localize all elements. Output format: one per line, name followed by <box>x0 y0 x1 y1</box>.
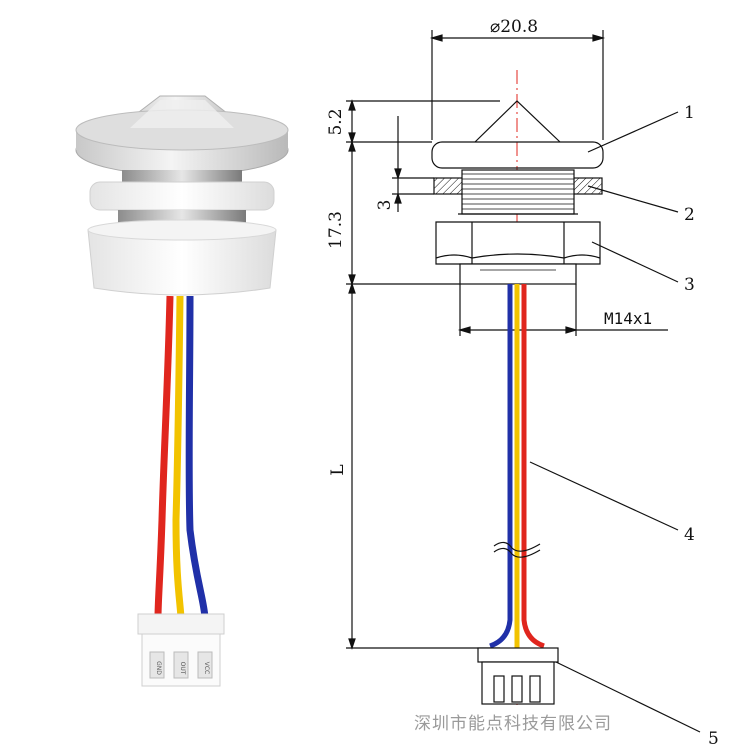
body-height-label: 17.3 <box>326 211 346 249</box>
callout-leader-5 <box>555 661 701 733</box>
drawing-thread <box>461 169 575 215</box>
cable-length-label: L <box>328 464 348 475</box>
drawing-cone <box>474 100 561 143</box>
connector-pin-3: VCC <box>203 662 210 674</box>
drawing-hex-nut <box>435 221 601 265</box>
photo-connector <box>137 613 225 635</box>
callout-2: 2 <box>684 205 695 225</box>
callout-leader-1 <box>587 111 679 153</box>
photo-flange-ring <box>89 181 275 211</box>
callout-leader-2 <box>587 185 679 213</box>
thread-lines <box>462 173 574 210</box>
callout-1: 1 <box>684 103 695 123</box>
drawing-neck <box>459 263 577 285</box>
photo-hex-nut <box>87 229 277 296</box>
callout-5: 5 <box>708 729 719 749</box>
company-watermark: 深圳市能点科技有限公司 <box>414 714 612 734</box>
photo-wire-yellow <box>172 295 185 619</box>
technical-drawing <box>346 30 701 733</box>
drawing-connector <box>477 647 559 663</box>
sensor-photo: GND OUT VCC <box>75 95 289 687</box>
thread-label: M14x1 <box>604 309 652 328</box>
drawing-lens-disc <box>431 141 604 169</box>
callout-leader-3 <box>591 241 679 283</box>
cone-height-label: 5.2 <box>326 108 346 135</box>
photo-wire-blue <box>185 295 209 619</box>
connector-pin-1: GND <box>155 661 162 675</box>
drawing-wires <box>489 284 545 649</box>
callout-4: 4 <box>684 525 695 545</box>
callout-leader-4 <box>529 461 679 531</box>
callout-3: 3 <box>684 275 695 295</box>
drawing-wire-blue <box>489 284 513 649</box>
diameter-label: ⌀20.8 <box>490 17 538 37</box>
flange-thickness-label: 3 <box>375 200 395 211</box>
drawing-wire-red <box>521 284 545 649</box>
photo-wire-red <box>154 295 174 619</box>
cable-break-mark <box>493 541 541 552</box>
connector-pin-2: OUT <box>179 662 186 675</box>
